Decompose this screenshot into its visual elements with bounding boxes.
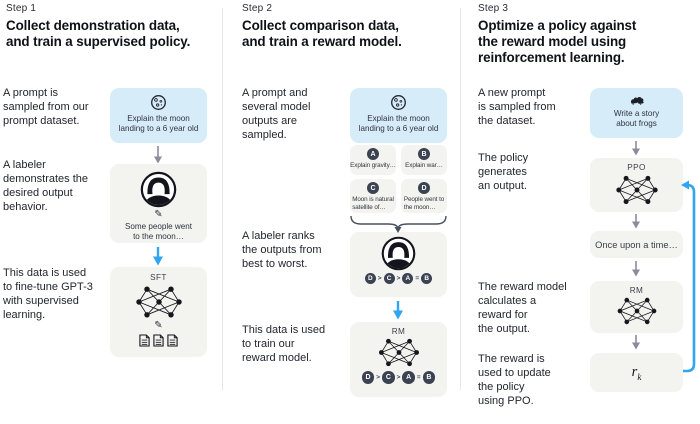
- rank-chip: D: [361, 371, 375, 384]
- rank-chip: B: [422, 371, 436, 384]
- reward-value: rk: [631, 363, 642, 382]
- step1-column: Step 1 Collect demonstration data, and t…: [0, 0, 222, 424]
- step1-sft-box: SFT ✎: [110, 267, 207, 357]
- step2-rm-box: RM D > C > A =: [350, 322, 447, 397]
- neural-network-icon: [135, 286, 182, 318]
- document-icon: [139, 334, 150, 347]
- pencil-icon: ✎: [154, 320, 163, 331]
- pencil-icon: ✎: [154, 209, 163, 220]
- rank-separator: >: [396, 275, 401, 282]
- documents-icon: [139, 334, 178, 347]
- step3-reward-box: rk: [590, 353, 683, 392]
- step2-labeler-box: D > C > A = B: [350, 232, 447, 297]
- labeler-avatar: [381, 236, 416, 271]
- output-d-text: People went to the moon…: [403, 196, 445, 211]
- frog-icon: [630, 97, 644, 105]
- step2-paragraph-1: A prompt and several model outputs are s…: [242, 87, 311, 141]
- moon-icon: [391, 95, 406, 110]
- step1-title: Collect demonstration data, and train a …: [6, 18, 191, 49]
- output-c-chip: C: [367, 182, 379, 194]
- step3-paragraph-3: The reward model calculates a reward for…: [478, 281, 567, 335]
- step2-label: Step 2: [242, 3, 273, 14]
- step2-prompt-text: Explain the moon landing to a 6 year old: [358, 114, 439, 134]
- step3-prompt-box: Write a story about frogs: [590, 88, 683, 138]
- neural-network-icon: [378, 338, 419, 367]
- step3-prompt-text: Write a story about frogs: [613, 109, 660, 129]
- step2-title: Collect comparison data, and train a rew…: [242, 18, 402, 49]
- rank-chip: A: [402, 273, 414, 284]
- rank-separator: >: [396, 373, 401, 381]
- rank-chip: A: [402, 371, 415, 384]
- rank-separator: >: [376, 373, 381, 381]
- step1-paragraph-3: This data is used to fine-tune GPT-3 wit…: [3, 267, 93, 321]
- step2-column: Step 2 Collect comparison data, and trai…: [233, 0, 460, 424]
- labeler-avatar: [140, 171, 177, 208]
- output-b-text: Explain war…: [405, 162, 443, 169]
- ranking-row: D > C > A = B: [364, 273, 433, 284]
- output-b-chip: B: [418, 148, 430, 160]
- rank-separator: >: [377, 275, 382, 282]
- step1-demo-text: Some people went to the moon…: [124, 222, 193, 242]
- output-d-chip: D: [418, 182, 430, 194]
- step2-prompt-box: Explain the moon landing to a 6 year old: [350, 88, 447, 143]
- document-icon: [167, 334, 178, 347]
- rank-chip: B: [421, 273, 433, 284]
- step3-output-box: Once upon a time…: [590, 231, 683, 258]
- output-c-text: Moon is natural satellite of…: [352, 196, 394, 211]
- sft-label: SFT: [150, 273, 167, 282]
- step2-paragraph-2: A labeler ranks the outputs from best to…: [242, 230, 322, 270]
- step1-labeler-box: ✎ Some people went to the moon…: [110, 164, 207, 243]
- document-icon: [153, 334, 164, 347]
- rank-separator: =: [416, 373, 421, 381]
- step3-paragraph-1: A new prompt is sampled from the dataset…: [478, 87, 556, 127]
- step3-column: Step 3 Optimize a policy against the rew…: [466, 0, 700, 424]
- step1-paragraph-1: A prompt is sampled from our prompt data…: [3, 87, 89, 127]
- step2-paragraph-3: This data is used to train our reward mo…: [242, 324, 326, 364]
- moon-icon: [151, 95, 166, 110]
- step3-paragraph-4: The reward is used to update the policy …: [478, 353, 551, 407]
- output-a-chip: A: [367, 148, 379, 160]
- step1-paragraph-2: A labeler demonstrates the desired outpu…: [3, 159, 88, 213]
- rank-separator: =: [415, 275, 420, 282]
- output-b-box: B Explain war…: [401, 145, 447, 175]
- neural-network-icon: [617, 297, 656, 325]
- step1-prompt-box: Explain the moon landing to a 6 year old: [110, 88, 207, 143]
- neural-network-icon: [615, 175, 658, 205]
- output-c-box: C Moon is natural satellite of…: [350, 179, 396, 213]
- rank-chip: C: [383, 273, 395, 284]
- step3-paragraph-2: The policy generates an output.: [478, 152, 529, 192]
- rm-label: RM: [629, 286, 644, 295]
- step1-prompt-text: Explain the moon landing to a 6 year old: [118, 114, 199, 134]
- rank-chip: D: [364, 273, 376, 284]
- column-divider: [460, 8, 461, 390]
- rm-label: RM: [391, 327, 406, 336]
- step3-ppo-box: PPO: [590, 158, 683, 212]
- step1-label: Step 1: [6, 3, 37, 14]
- output-a-text: Explain gravity…: [350, 162, 396, 169]
- step3-rm-box: RM: [590, 281, 683, 333]
- ppo-label: PPO: [627, 163, 646, 172]
- column-divider: [222, 8, 223, 390]
- output-d-box: D People went to the moon…: [401, 179, 447, 213]
- output-a-box: A Explain gravity…: [350, 145, 396, 175]
- ranking-row: D > C > A = B: [361, 371, 436, 384]
- rank-chip: C: [382, 371, 395, 384]
- step3-title: Optimize a policy against the reward mod…: [478, 18, 637, 65]
- step3-label: Step 3: [478, 3, 509, 14]
